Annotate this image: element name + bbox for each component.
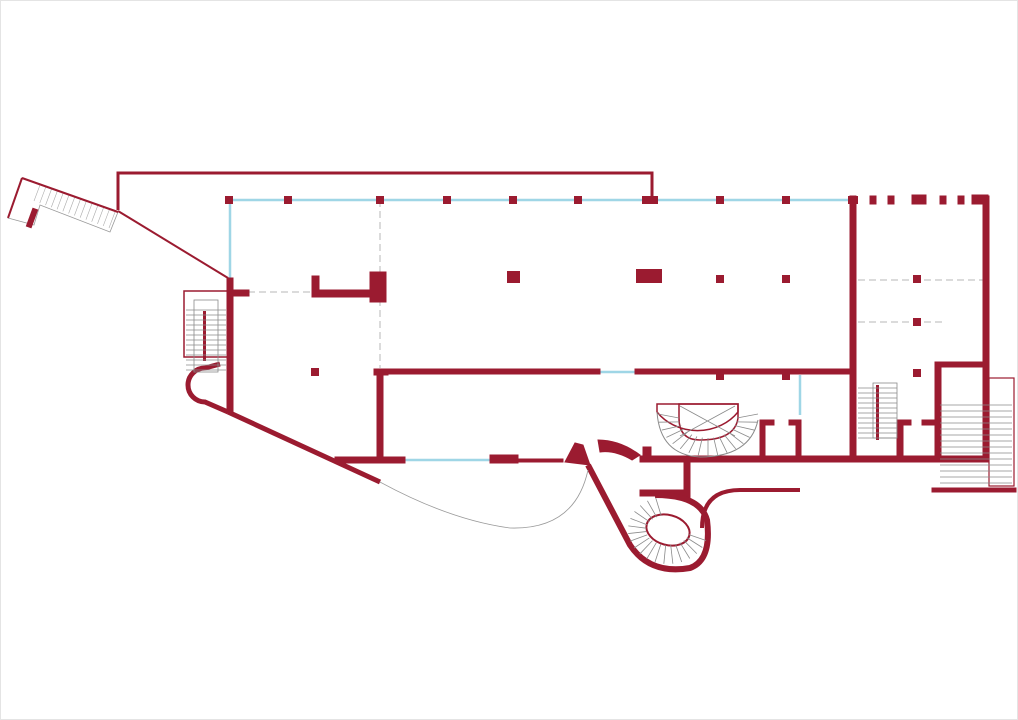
- stair-tread: [62, 195, 70, 212]
- stair-tread: [655, 497, 662, 516]
- stair-tread: [633, 537, 650, 549]
- stair-tread: [654, 544, 662, 563]
- stair-tread: [718, 436, 728, 453]
- stairs: [183, 290, 1015, 564]
- stair-tread: [713, 437, 719, 456]
- stair-tread: [686, 537, 703, 548]
- hidden-lines: [248, 200, 985, 368]
- stair-tread: [51, 191, 58, 208]
- stair-tread: [647, 500, 658, 518]
- stair-tread: [646, 542, 657, 560]
- stair-tread: [630, 534, 648, 542]
- stair-tread: [666, 428, 685, 438]
- stair-tread: [639, 540, 653, 555]
- stair-tread: [628, 531, 647, 534]
- stair-tread: [45, 189, 52, 206]
- columns: [225, 196, 921, 380]
- stair-tread: [639, 505, 654, 520]
- walls: [185, 194, 1017, 573]
- site-outline: [116, 171, 654, 279]
- stair-tread: [56, 193, 64, 210]
- top-left-exterior-stair: [7, 177, 119, 233]
- stair-tread: [679, 542, 691, 559]
- stair-tread: [688, 436, 698, 453]
- stair-tread: [97, 207, 104, 224]
- stair-tread: [102, 209, 110, 227]
- stair-tread: [731, 428, 750, 438]
- stair-tread: [68, 197, 75, 214]
- stair-tread: [672, 431, 688, 445]
- entrance-path: [379, 469, 589, 529]
- stair-tread: [91, 205, 98, 222]
- glazing: [228, 198, 850, 462]
- stair-tread: [679, 434, 693, 450]
- stair-tread: [734, 425, 755, 431]
- stair-tread: [661, 425, 682, 431]
- stair-tread: [634, 511, 650, 523]
- stair-tread: [675, 543, 683, 563]
- stair-tread: [723, 434, 737, 450]
- stair-tread: [736, 413, 759, 419]
- stair-tread: [628, 525, 647, 529]
- stair-tread: [39, 186, 47, 204]
- stair-tread: [79, 201, 87, 218]
- stair-tread: [108, 211, 116, 229]
- stair-tread: [697, 437, 703, 456]
- stair-tread: [728, 431, 744, 445]
- stair-tread: [85, 203, 93, 220]
- stair-tread: [688, 534, 707, 541]
- stair-tread: [33, 184, 41, 202]
- stair-tread: [683, 540, 698, 554]
- stair-tread: [663, 544, 667, 564]
- stair-tread: [670, 544, 674, 564]
- stair-tread: [657, 413, 680, 419]
- stair-tread: [630, 517, 648, 526]
- stair-tread: [74, 199, 81, 216]
